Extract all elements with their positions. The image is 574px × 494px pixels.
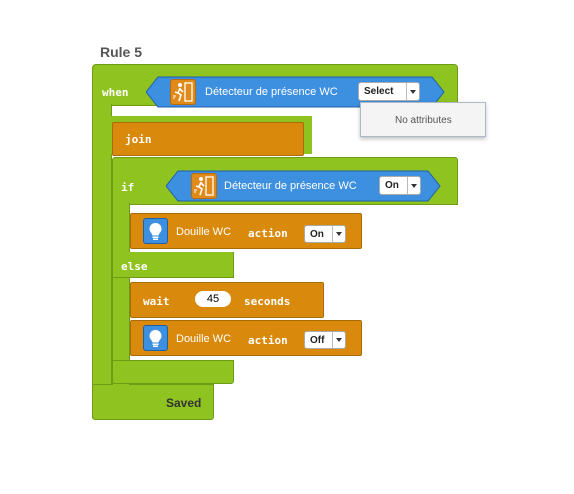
then-device-label: Douille WC xyxy=(176,226,232,238)
if-block-footer xyxy=(112,360,234,384)
then-action-dropdown-value: On xyxy=(310,228,324,240)
lightbulb-icon xyxy=(143,218,168,244)
else-action-dropdown[interactable]: Off xyxy=(304,331,346,349)
when-attribute-dropdown[interactable]: Select xyxy=(358,82,420,101)
else-keyword: else xyxy=(121,260,148,273)
chevron-down-icon xyxy=(332,226,345,242)
then-action-keyword: action xyxy=(248,227,288,240)
if-state-dropdown[interactable]: On xyxy=(379,176,421,195)
else-bar xyxy=(112,252,234,278)
if-block-spine xyxy=(112,203,130,385)
if-sensor-chip[interactable] xyxy=(166,170,442,202)
when-keyword: when xyxy=(102,86,129,99)
if-keyword: if xyxy=(121,181,135,194)
menu-item-no-attributes[interactable]: No attributes xyxy=(395,115,452,126)
chevron-down-icon xyxy=(332,332,345,348)
lightbulb-icon xyxy=(143,325,168,351)
wait-unit-label: seconds xyxy=(244,295,291,308)
chevron-down-icon xyxy=(406,83,419,100)
join-block[interactable] xyxy=(112,122,304,156)
join-keyword: join xyxy=(125,133,152,146)
if-sensor-label: Détecteur de présence WC xyxy=(224,180,357,192)
else-action-keyword: action xyxy=(248,334,288,347)
saved-status: Saved xyxy=(166,396,202,410)
when-attribute-dropdown-value: Select xyxy=(364,86,394,97)
rule-title: Rule 5 xyxy=(100,44,143,60)
when-block-footer xyxy=(92,384,214,420)
then-action-dropdown[interactable]: On xyxy=(304,225,346,243)
when-block-spine xyxy=(92,104,112,418)
wait-seconds-input[interactable]: 45 xyxy=(195,291,231,307)
chevron-down-icon xyxy=(407,177,420,194)
presence-sensor-icon xyxy=(170,79,196,105)
when-sensor-label: Détecteur de présence WC xyxy=(205,86,338,98)
presence-sensor-icon xyxy=(191,173,217,199)
else-action-dropdown-value: Off xyxy=(310,334,325,346)
attribute-dropdown-menu: No attributes xyxy=(360,102,486,137)
else-action-block[interactable] xyxy=(130,320,362,356)
wait-keyword: wait xyxy=(143,295,170,308)
else-device-label: Douille WC xyxy=(176,333,232,345)
if-state-dropdown-value: On xyxy=(385,180,399,191)
